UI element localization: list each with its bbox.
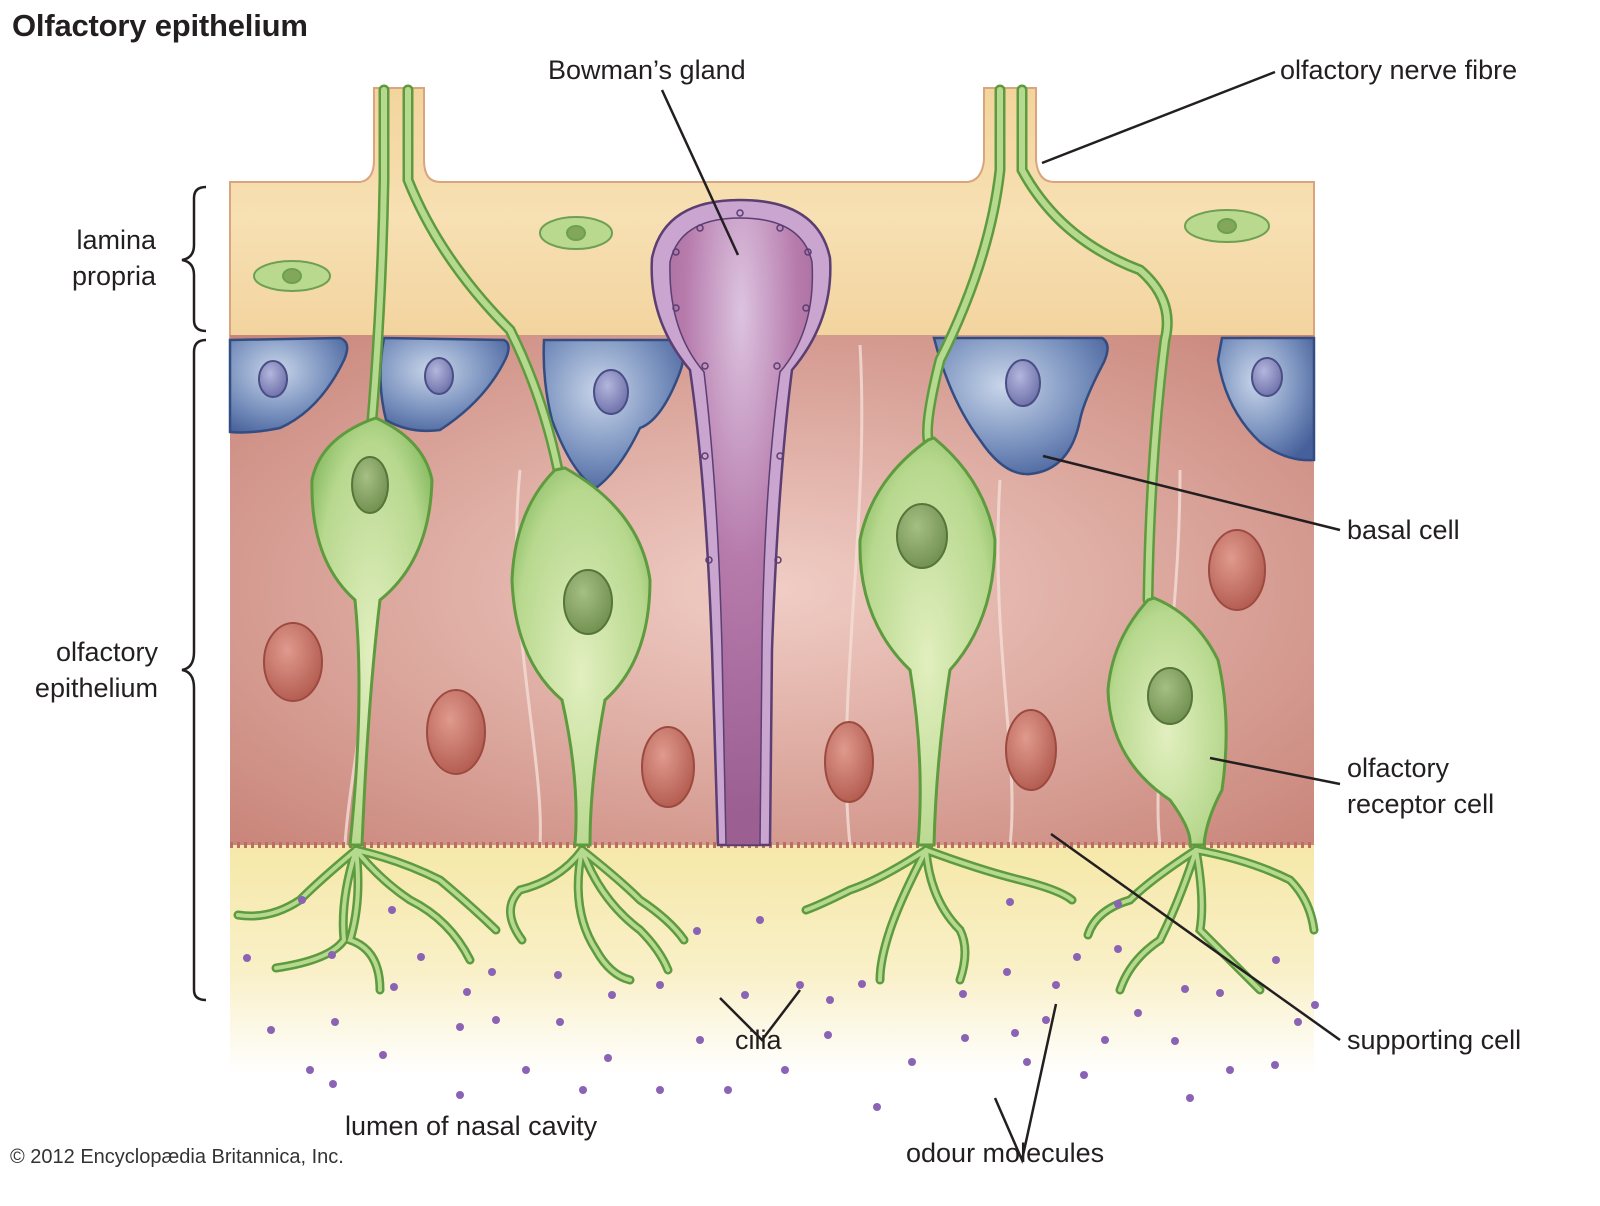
label-basal-cell: basal cell	[1347, 515, 1460, 545]
leader-supporting-cell	[1050, 832, 1341, 1042]
label-olfactory-epithelium: olfactory epithelium	[0, 634, 158, 706]
label-supporting-cell: supporting cell	[1347, 1025, 1522, 1055]
basal-cell-nuclei	[258, 357, 1283, 415]
copyright-credit: © 2012 Encyclopædia Britannica, Inc.	[10, 1146, 344, 1168]
cilia	[233, 845, 1319, 995]
label-olfactory-epithelium-line1: olfactory	[55, 637, 158, 667]
label-odour-molecules: odour molecules	[906, 1138, 1105, 1168]
label-olfactory-epithelium-line2: epithelium	[34, 673, 158, 703]
label-lamina-propria: lamina propria	[40, 222, 156, 294]
olfactory-nerve-fibres	[366, 84, 1173, 606]
label-olfactory-receptor-cell-line2: receptor cell	[1347, 789, 1495, 819]
label-lumen-of-nasal-cavity: lumen of nasal cavity	[345, 1111, 598, 1141]
receptor-cell-nuclei	[351, 456, 1193, 725]
connective-tissue-cells	[253, 209, 1270, 292]
leader-olfactory-receptor-cell	[1209, 756, 1341, 786]
leader-olfactory-nerve-fibre	[1041, 70, 1276, 165]
leader-odour-molecules	[993, 1003, 1058, 1165]
label-bowmans-gland: Bowman’s gland	[548, 55, 746, 85]
leader-cilia	[719, 989, 801, 1042]
bowmans-gland	[650, 198, 832, 847]
olfactory-receptor-cells	[310, 416, 1228, 847]
label-lamina-propria-line1: lamina	[76, 225, 156, 255]
label-cilia: cilia	[735, 1025, 782, 1055]
supporting-cell-nuclei	[263, 529, 1266, 808]
diagram-title: Olfactory epithelium	[12, 8, 308, 43]
brace-olfactory-epithelium	[181, 338, 207, 1002]
leader-bowmans-gland	[660, 89, 740, 256]
brace-lamina-propria	[181, 185, 207, 333]
label-olfactory-nerve-fibre: olfactory nerve fibre	[1280, 55, 1518, 85]
label-olfactory-receptor-cell: olfactory receptor cell	[1347, 750, 1494, 822]
label-olfactory-receptor-cell-line1: olfactory	[1347, 753, 1450, 783]
label-lamina-propria-line2: propria	[71, 261, 156, 291]
leader-lines	[660, 70, 1341, 1165]
odour-molecules	[243, 896, 1319, 1111]
leader-basal-cell	[1042, 454, 1341, 532]
